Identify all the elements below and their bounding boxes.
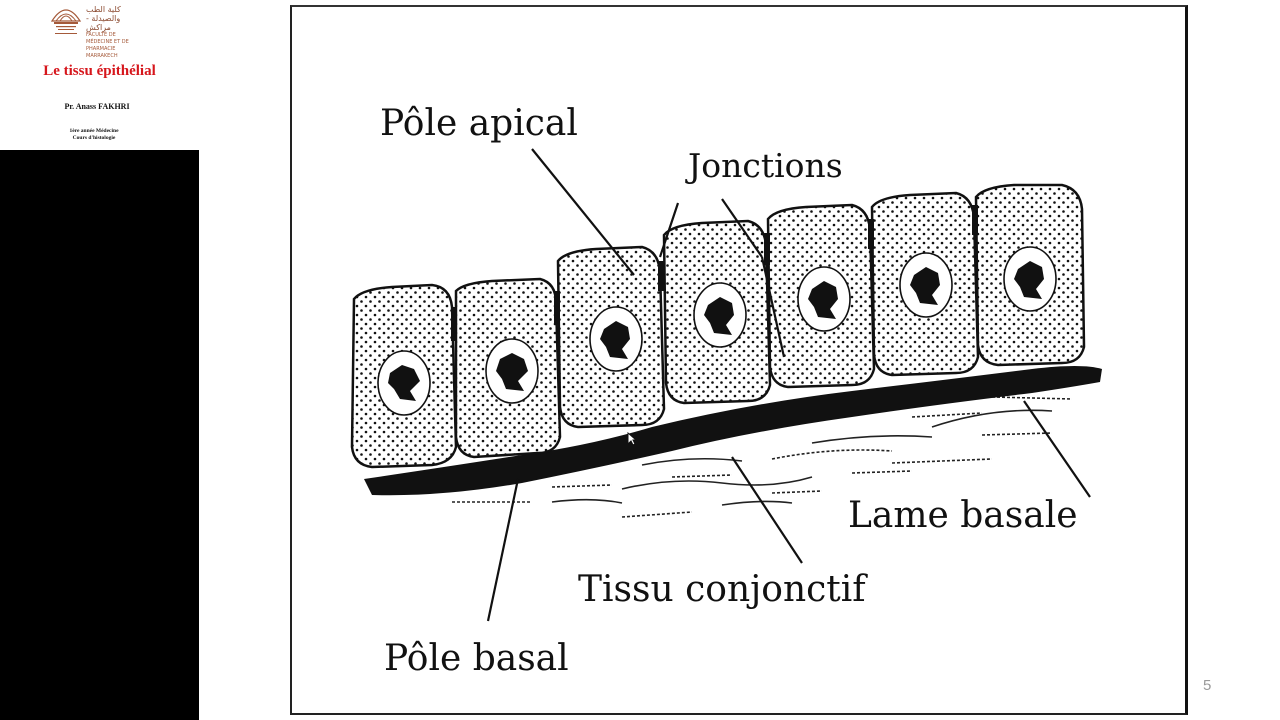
- course-subject: Cours d'histologie: [72, 134, 116, 141]
- cell-6: [870, 191, 980, 377]
- label-pole-basal: Pôle basal: [384, 638, 569, 679]
- course-title: Le tissu épithélial: [43, 63, 156, 79]
- cell-5: [766, 203, 876, 389]
- label-lame-basale: Lame basale: [848, 495, 1078, 536]
- cell-1: [350, 283, 458, 469]
- epithelial-cells: [350, 183, 1086, 469]
- author-name: Pr. Anass FAKHRI: [64, 102, 130, 111]
- slide-number: 5: [1203, 677, 1212, 694]
- basal-lamina: [364, 366, 1102, 496]
- label-jonctions: Jonctions: [685, 146, 843, 185]
- label-tissu-conjonctif: Tissu conjonctif: [578, 569, 868, 610]
- cell-4: [662, 219, 772, 405]
- faculty-logo: [50, 9, 82, 34]
- faculty-name-french: FACULTÉ DE MÉDECINE ET DE PHARMACIE MARR…: [86, 32, 129, 59]
- connective-tissue-fibres: [452, 396, 1073, 518]
- mouse-cursor-icon: [627, 432, 637, 446]
- junctions: [451, 205, 978, 341]
- cell-3: [556, 245, 666, 429]
- cell-2: [454, 277, 562, 459]
- course-info: 1ère année Médecine Cours d'histologie: [0, 128, 188, 141]
- faculty-name-arabic: كلية الطب والصيدلة - مراكش: [86, 5, 121, 32]
- epithelium-diagram: Pôle apical Jonctions Lame basale Tissu …: [350, 103, 1102, 679]
- sidebar-header: كلية الطب والصيدلة - مراكش FACULTÉ DE MÉ…: [0, 0, 199, 150]
- faculty-name: كلية الطب والصيدلة - مراكش FACULTÉ DE MÉ…: [86, 5, 140, 60]
- course-year: 1ère année Médecine: [69, 128, 119, 134]
- cell-7: [974, 183, 1086, 367]
- leader-lines: [486, 148, 1091, 622]
- label-pole-apical: Pôle apical: [380, 103, 578, 144]
